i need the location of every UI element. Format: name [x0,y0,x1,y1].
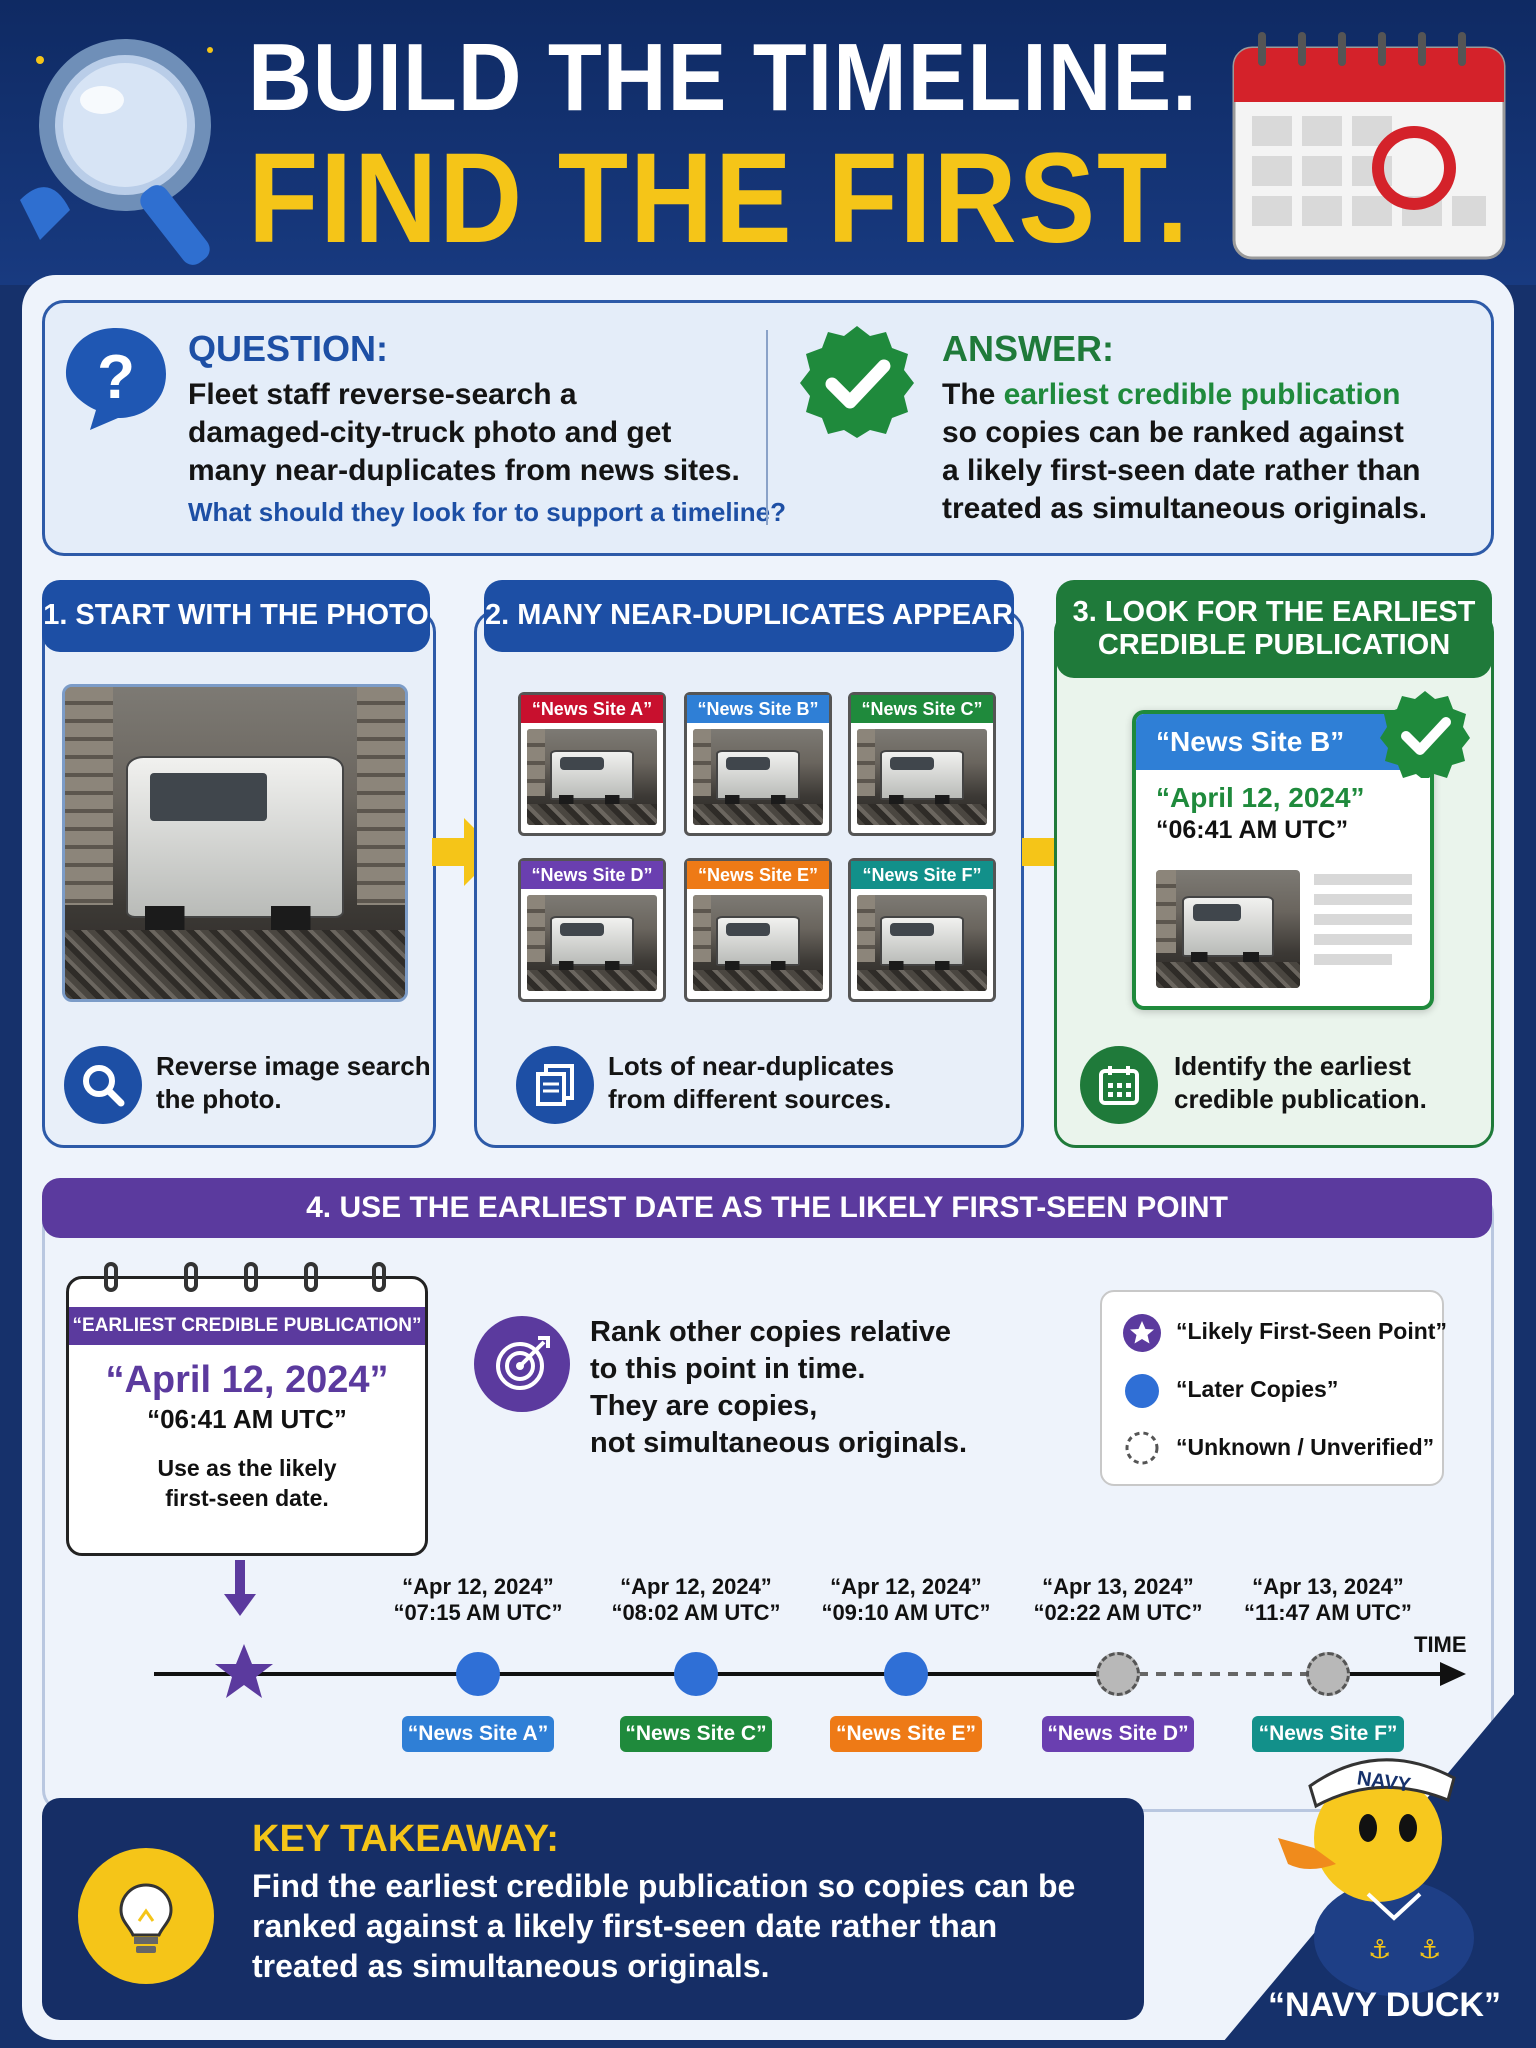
step3-caption: Identify the earliest credible publicati… [1174,1051,1427,1114]
step4-title: 4. USE THE EARLIEST DATE AS THE LIKELY F… [42,1178,1492,1238]
question-bubble-icon: ? [66,328,166,430]
takeaway-box [42,1798,1144,2020]
duplicate-thumbnail: “News Site B” [684,692,832,836]
question-answer-box [42,300,1494,556]
magnifier-icon [20,39,213,265]
calendar-small-icon [1080,1046,1158,1124]
thumbnail-photo [527,729,657,825]
duplicate-thumbnail: “News Site A” [518,692,666,836]
calendar-icon [1232,32,1506,260]
card-time: “06:41 AM UTC” [1156,816,1349,844]
calendar-rings-icon [104,1262,386,1292]
navy-duck-mascot: NAVY ⚓ ⚓ [1218,1668,1536,2048]
timeline-event-date: “Apr 12, 2024”“09:10 AM UTC” [821,1574,991,1626]
step1-caption: Reverse image search the photo. [156,1051,431,1114]
unknown-copy-marker [1096,1652,1140,1696]
later-copy-marker [674,1652,718,1696]
later-copy-marker [884,1652,928,1696]
calendar-date: “April 12, 2024” [105,1359,389,1401]
later-copy-marker [456,1652,500,1696]
svg-text:⚓: ⚓ [1368,1934,1391,1964]
svg-text:⚓: ⚓ [1418,1934,1441,1964]
thumbnail-site-label: “News Site E” [687,861,829,889]
card-photo [1156,870,1300,988]
timeline-event-date: “Apr 12, 2024”“07:15 AM UTC” [393,1574,563,1626]
step2-title: 2. MANY NEAR-DUPLICATES APPEAR [484,580,1014,652]
question-label: QUESTION: [188,328,389,369]
timeline-site-pill: “News Site A” [402,1716,554,1752]
svg-text:?: ? [97,343,135,412]
timeline-site-pill: “News Site C” [620,1716,772,1752]
thumbnail-photo [693,729,823,825]
takeaway-label: KEY TAKEAWAY: [252,1818,559,1860]
thumbnail-site-label: “News Site C” [851,695,993,723]
thumbnail-photo [693,895,823,991]
step2-caption: Lots of near-duplicates from different s… [608,1051,895,1114]
timeline-event-date: “Apr 13, 2024”“02:22 AM UTC” [1033,1574,1203,1626]
dashed-circle-icon [1125,1431,1159,1465]
target-icon [474,1316,570,1412]
time-axis-label: TIME [1414,1632,1467,1657]
timeline-site-pill: “News Site E” [830,1716,982,1752]
duplicate-pages-icon [516,1046,594,1124]
thumbnail-photo [527,895,657,991]
thumbnail-site-label: “News Site D” [521,861,663,889]
lightbulb-icon [78,1848,214,1984]
question-prompt: What should they look for to support a t… [188,497,786,527]
rank-text: Rank other copies relative to this point… [590,1316,968,1459]
thumbnail-photo [857,729,987,825]
arrow-right-icon [432,818,498,886]
answer-label: ANSWER: [942,328,1114,369]
duplicate-thumbnail: “News Site C” [848,692,996,836]
timeline-site-pill: “News Site F” [1252,1716,1404,1752]
qa-divider [766,330,768,525]
timeline-site-pill: “News Site D” [1042,1716,1194,1752]
check-badge-icon [800,326,914,438]
calendar-header: “EARLIEST CREDIBLE PUBLICATION” [69,1307,425,1345]
question-text: Fleet staff reverse-search a damaged-cit… [188,378,740,487]
earliest-calendar-card: “EARLIEST CREDIBLE PUBLICATION” “April 1… [66,1276,428,1556]
legend-likely-first-seen: “Likely First-Seen Point” [1176,1318,1447,1344]
card-text-lines [1314,874,1412,974]
answer-highlight: earliest credible publication [1003,378,1401,411]
title-line-1: BUILD THE TIMELINE. [248,24,1198,131]
timeline-event-date: “Apr 12, 2024”“08:02 AM UTC” [611,1574,781,1626]
blue-dot-icon [1125,1374,1159,1408]
duplicate-thumbnail: “News Site F” [848,858,996,1002]
thumbnail-site-label: “News Site F” [851,861,993,889]
answer-text: The earliest credible publication so cop… [942,378,1428,525]
calendar-note: Use as the likely first-seen date. [157,1455,337,1511]
unknown-copy-marker [1306,1652,1350,1696]
thumbnail-site-label: “News Site B” [687,695,829,723]
verified-check-icon [1380,691,1470,778]
step1-title: 1. START WITH THE PHOTO [42,580,430,652]
card-site: “News Site B” [1136,714,1430,770]
earliest-publication-card: “News Site B” “April 12, 2024” “06:41 AM… [1132,710,1434,1010]
duplicate-thumbnail: “News Site D” [518,858,666,1002]
legend-later-copies: “Later Copies” [1176,1376,1339,1402]
card-date: “April 12, 2024” [1156,782,1365,813]
legend-unknown: “Unknown / Unverified” [1176,1434,1435,1460]
title-line-2: FIND THE FIRST. [248,127,1191,270]
timeline-event-date: “Apr 13, 2024”“11:47 AM UTC” [1244,1574,1412,1626]
thumbnail-photo [857,895,987,991]
first-seen-star-marker [215,1644,273,1698]
truck-photo [62,684,408,1002]
mascot-name: “NAVY DUCK” [1268,1986,1501,2024]
thumbnail-site-label: “News Site A” [521,695,663,723]
star-icon [1123,1314,1161,1352]
calendar-time: “06:41 AM UTC” [147,1404,347,1434]
takeaway-text: Find the earliest credible publication s… [252,1868,1076,1984]
duplicate-thumbnail: “News Site E” [684,858,832,1002]
search-icon [64,1046,142,1124]
